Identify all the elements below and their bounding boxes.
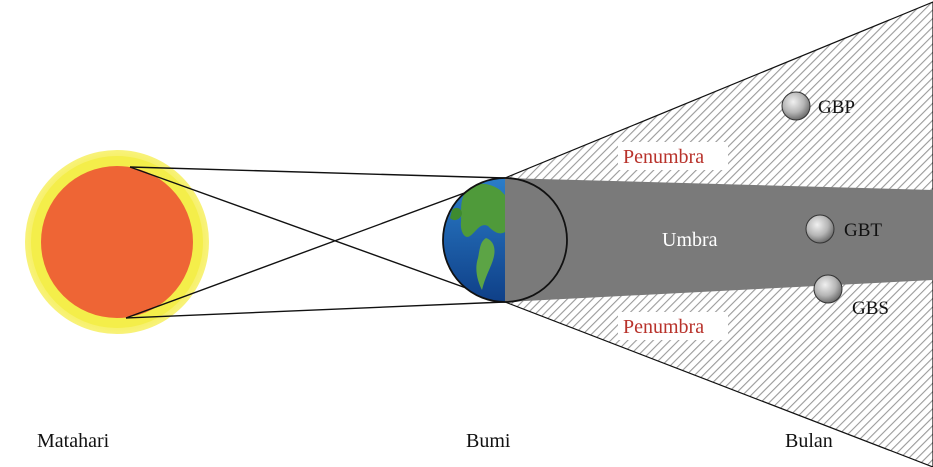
umbra-region (505, 178, 933, 302)
sun-label: Matahari (37, 430, 110, 452)
moon-partial-eclipse (781, 91, 811, 121)
penumbra-bottom-label: Penumbra (623, 316, 704, 338)
sun-icon (25, 150, 209, 334)
moon-total-label: GBT (844, 220, 882, 241)
moon-penumbral-label: GBS (852, 298, 889, 319)
moon-total-eclipse (805, 214, 835, 244)
umbra-label: Umbra (662, 229, 718, 251)
earth-label: Bumi (466, 430, 511, 452)
moon-label: Bulan (785, 430, 833, 452)
moon-partial-label: GBP (818, 97, 855, 118)
penumbra-top-label: Penumbra (623, 146, 704, 168)
moon-penumbral-eclipse (813, 274, 843, 304)
moon-icon (813, 274, 843, 304)
moon-icon (805, 214, 835, 244)
moon-icon (781, 91, 811, 121)
sun-rays (125, 166, 506, 319)
